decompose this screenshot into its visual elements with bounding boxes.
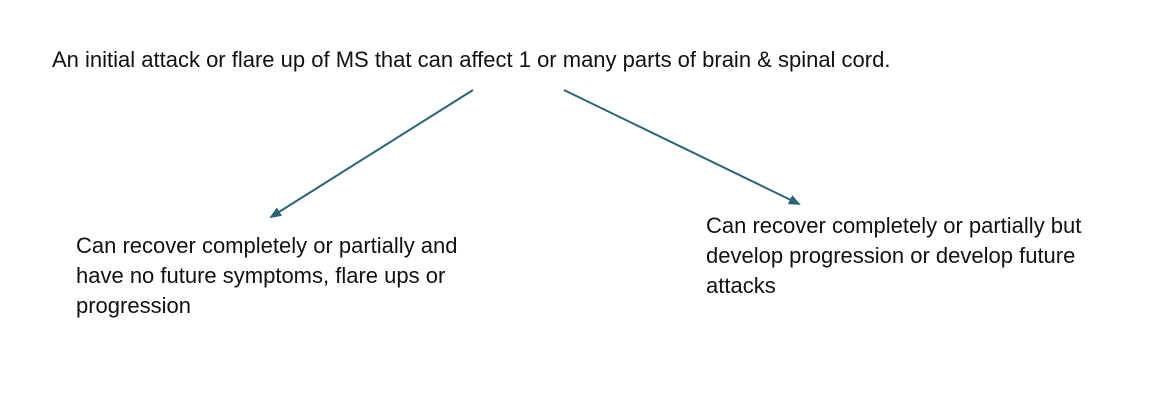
initial-attack-text: An initial attack or flare up of MS that…: [52, 47, 891, 72]
outcome-progression-text: Can recover completely or partially but …: [706, 213, 1082, 298]
arrow-to-right-outcome: [563, 89, 801, 205]
outcome-no-progression-text: Can recover completely or partially and …: [76, 233, 458, 318]
arrow-to-left-outcome: [269, 89, 474, 219]
